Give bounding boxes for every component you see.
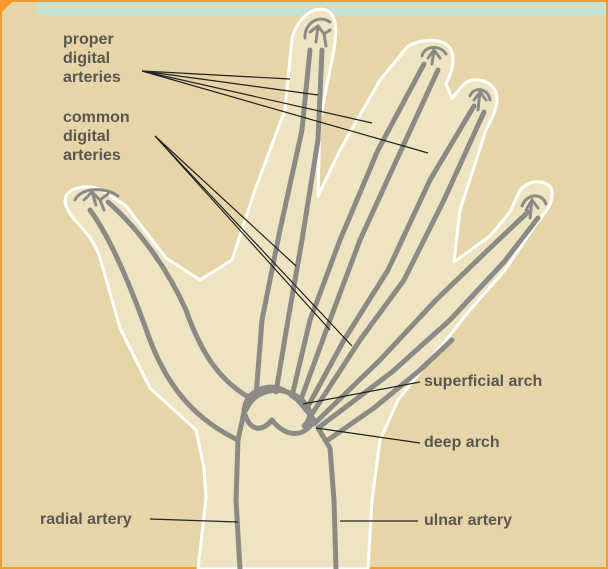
label-ulnar-artery: ulnar artery	[424, 511, 512, 530]
label-radial-artery: radial artery	[40, 510, 132, 529]
label-line: common	[63, 108, 130, 127]
label-proper-digital-arteries: proper digital arteries	[63, 30, 121, 87]
label-deep-arch: deep arch	[424, 433, 500, 452]
label-line: digital	[63, 127, 130, 146]
label-line: digital	[63, 49, 121, 68]
label-line: arteries	[63, 68, 121, 87]
label-line: arteries	[63, 146, 130, 165]
label-common-digital-arteries: common digital arteries	[63, 108, 130, 165]
label-line: proper	[63, 30, 121, 49]
label-superficial-arch: superficial arch	[424, 372, 542, 391]
